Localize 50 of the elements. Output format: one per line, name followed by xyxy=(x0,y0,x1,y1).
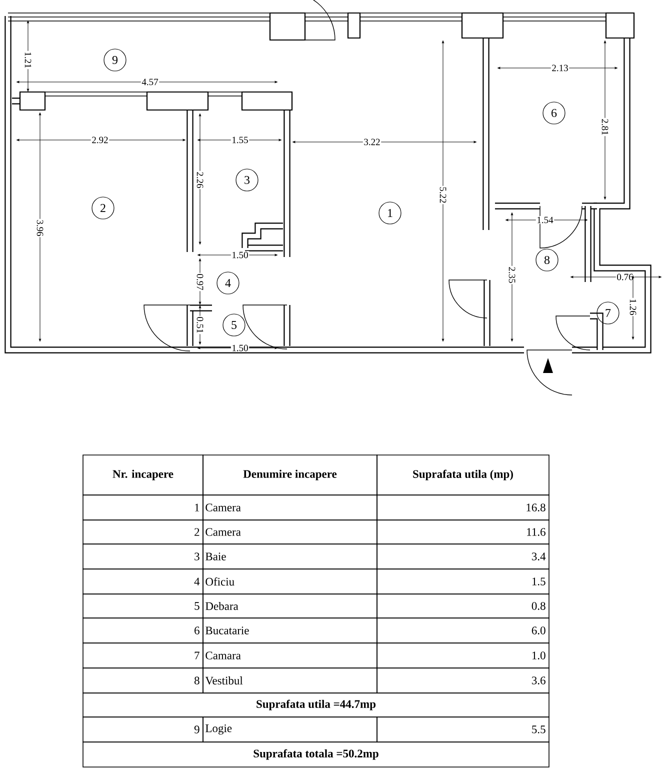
table-cell: 3 xyxy=(82,544,204,570)
dimension-label: 1.50 xyxy=(230,344,250,352)
table-cell: 11.6 xyxy=(376,520,550,544)
table-cell: 3.4 xyxy=(376,544,550,570)
table-cell: 16.8 xyxy=(376,494,550,520)
dimension-label: 2.35 xyxy=(508,266,516,284)
table-cell: Debara xyxy=(202,594,378,618)
dimension-label: 1.55 xyxy=(230,136,250,144)
dimension-label: 2.13 xyxy=(550,64,570,72)
table-cell: 5 xyxy=(82,594,204,618)
dimension-label: 0.51 xyxy=(196,316,204,334)
table-cell: Suprafata utila =44.7mp xyxy=(82,692,550,718)
table-cell: Vestibul xyxy=(202,668,378,694)
dimension-label: 3.22 xyxy=(362,138,382,146)
table-cell: 8 xyxy=(82,668,204,694)
table-cell: 1.0 xyxy=(376,642,550,668)
dimension-label: 1.26 xyxy=(628,298,637,316)
dimension-label: 0.76 xyxy=(616,272,634,282)
table-cell: 7 xyxy=(82,642,204,668)
table-cell: 1 xyxy=(82,494,204,520)
table-cell: Camera xyxy=(202,520,378,544)
dimension-label: 4.57 xyxy=(140,78,160,86)
dimension-label: 2.81 xyxy=(600,118,610,136)
dimension-label: 1.50 xyxy=(230,250,250,260)
table-cell: 2 xyxy=(82,520,204,544)
table-cell: Logie xyxy=(202,716,378,742)
table-cell: Baie xyxy=(202,544,378,570)
table-cell: 6 xyxy=(82,618,204,644)
dimension-label: 1.54 xyxy=(536,216,554,224)
table-cell: 0.8 xyxy=(376,594,550,618)
table-cell: Bucatarie xyxy=(202,618,378,644)
dimension-label: 3.96 xyxy=(36,218,44,238)
table-cell: 5.5 xyxy=(376,716,550,742)
table-cell: Suprafata totala =50.2mp xyxy=(82,742,550,768)
table-cell: Camara xyxy=(202,642,378,668)
dimension-label: 0.97 xyxy=(196,272,204,292)
table-cell: Nr. incapere xyxy=(82,454,204,496)
table-cell: Camera xyxy=(202,494,378,520)
dimension-label: 1.21 xyxy=(24,50,32,70)
table-cell: Oficiu xyxy=(202,568,378,594)
table-cell: 9 xyxy=(82,716,204,742)
table-cell: Denumire incapere xyxy=(202,454,378,496)
table-cell: 6.0 xyxy=(376,618,550,644)
table-cell: 1.5 xyxy=(376,568,550,594)
table-cell: Suprafata utila (mp) xyxy=(376,454,550,496)
dimension-label: 5.22 xyxy=(438,186,447,204)
dimension-label: 2.92 xyxy=(90,136,110,144)
table-cell: 3.6 xyxy=(376,668,550,694)
dimension-label: 2.26 xyxy=(196,170,204,190)
table-cell: 4 xyxy=(82,568,204,594)
